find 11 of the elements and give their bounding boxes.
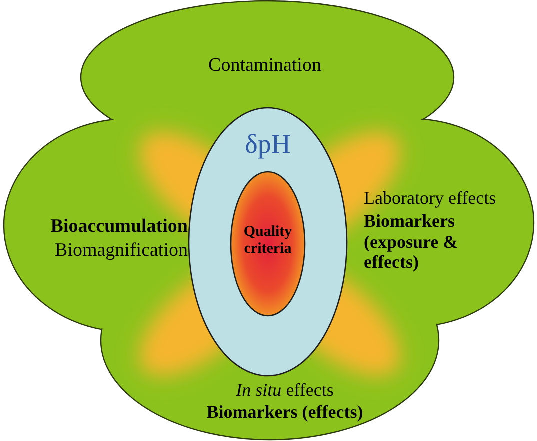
petal-label: Bioaccumulation [50, 216, 188, 238]
petal-label: Biomarkers (effects) [206, 402, 364, 423]
petal-label: Biomarkers (exposure & effects) [364, 211, 460, 274]
core-ellipse [230, 171, 306, 317]
petal-label: Contamination [208, 55, 322, 77]
core-label: Quality criteria [242, 224, 294, 258]
center-label: δpH [244, 129, 292, 160]
center-ellipse [188, 107, 348, 377]
petal-label: In situ effects [235, 380, 335, 401]
petal-label: Biomagnification [54, 240, 188, 262]
petal-label: Laboratory effects [364, 188, 498, 209]
